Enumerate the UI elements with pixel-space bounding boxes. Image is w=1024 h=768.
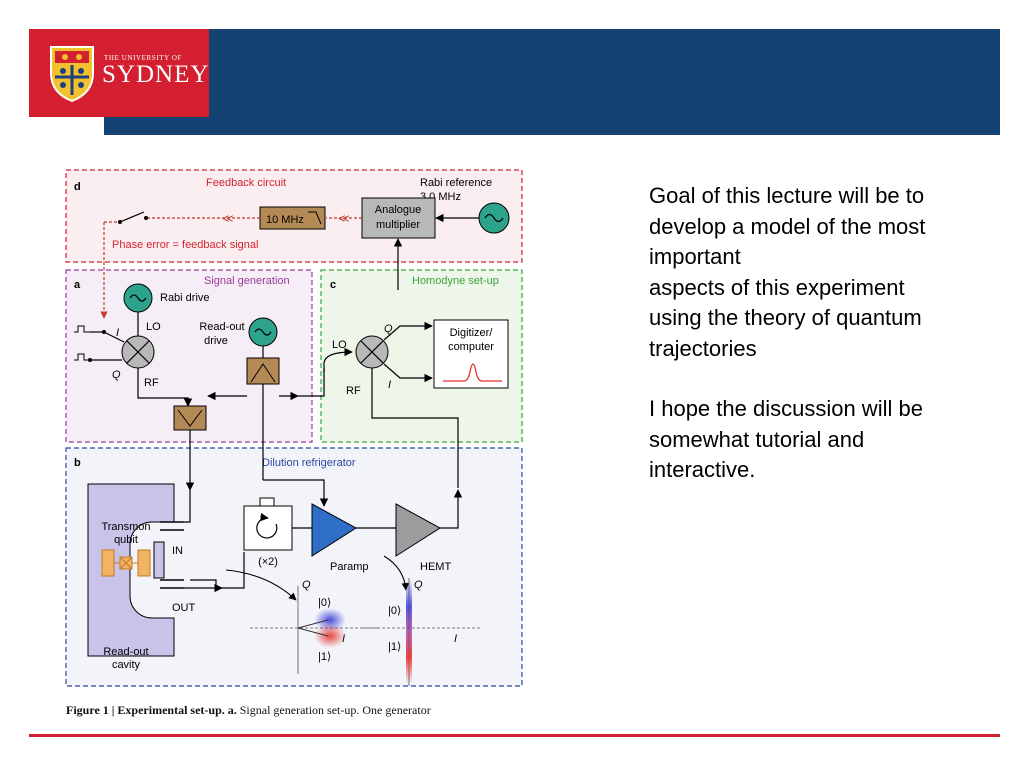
slide-text-line: important — [649, 244, 741, 269]
circulator-count-label: (×2) — [258, 556, 278, 568]
digitizer-box — [433, 319, 509, 389]
iq2-measurement-stripe — [406, 580, 412, 684]
filter-10mhz-label: 10 MHz — [266, 214, 304, 226]
iq1-ket1-label: |1⟩ — [318, 651, 331, 663]
iq1-state1-blob — [314, 624, 346, 648]
panel-b-label: b — [74, 457, 81, 469]
mixer-a-rf-label: RF — [144, 377, 159, 389]
setup-diagram: d Feedback circuit Rabi reference 3.0 MH… — [65, 169, 523, 687]
panel-b-title: Dilution refrigerator — [262, 457, 356, 469]
mixer-c-rf-label: RF — [346, 385, 361, 397]
circulator-icon — [256, 512, 278, 539]
mixer-c-q-label: Q — [384, 323, 393, 335]
slide-text-line: I hope the discussion will be — [649, 396, 923, 421]
svg-text:≪: ≪ — [222, 213, 234, 225]
logo-text-sydney: SYDNEY — [102, 61, 210, 88]
caption-text: Signal generation set-up. One generator — [239, 703, 431, 717]
analogue-multiplier-label-2: multiplier — [376, 219, 420, 231]
svg-text:≪: ≪ — [338, 213, 350, 225]
transmon-qubit-icon — [101, 549, 151, 577]
iq1-q-axis-label: Q — [302, 579, 311, 591]
caption-label: a. — [227, 703, 237, 717]
iq2-i-axis-label: I — [454, 633, 457, 645]
transmon-label-1: Transmon — [101, 521, 150, 533]
panel-a-label: a — [74, 279, 81, 291]
slide-text-line: somewhat tutorial and — [649, 426, 865, 452]
university-logo — [29, 29, 209, 117]
logo-text-small: THE UNIVERSITY OF — [104, 54, 182, 62]
mixer-a-i-label: I — [116, 327, 119, 339]
analogue-multiplier-box — [361, 197, 436, 239]
panel-d-title: Feedback circuit — [206, 177, 286, 189]
phase-error-label: Phase error = feedback signal — [112, 239, 258, 251]
analogue-multiplier-label-1: Analogue — [375, 204, 422, 216]
iq2-ket0-label: |0⟩ — [388, 605, 401, 617]
readout-drive-label-1: Read-out — [199, 321, 244, 333]
slide-body-text: Goal of this lecture will be to develop … — [649, 181, 989, 486]
transmon-label-2: qubit — [114, 534, 138, 546]
paramp-label: Paramp — [330, 561, 369, 573]
iq2-ket1-label: |1⟩ — [388, 641, 401, 653]
rabi-reference-label: Rabi reference — [420, 177, 492, 189]
readout-cavity-icon — [87, 483, 175, 657]
crest-icon — [50, 46, 94, 103]
panel-a-title: Signal generation — [204, 275, 290, 287]
header-band — [104, 29, 1000, 135]
readout-cavity-label-1: Read-out — [103, 646, 148, 658]
hemt-amplifier-icon — [395, 503, 441, 557]
caption-bold: Figure 1 | Experimental set-up. — [66, 703, 225, 717]
panel-c-title: Homodyne set-up — [412, 275, 499, 287]
experimental-setup-figure: d Feedback circuit Rabi reference 3.0 MH… — [40, 160, 540, 720]
mixer-c-i-label: I — [388, 379, 391, 391]
slide-text-line: interactive. — [649, 457, 756, 482]
digitizer-label-2: computer — [448, 341, 494, 353]
digitizer-peak-icon — [443, 363, 502, 382]
in-port-label: IN — [172, 545, 183, 557]
footer-rule — [29, 734, 1000, 737]
hemt-label: HEMT — [420, 561, 451, 573]
feedback-switch-icon — [119, 211, 145, 223]
slide-text-line: using the theory of quantum — [649, 305, 922, 330]
paramp-amplifier-icon — [311, 503, 357, 557]
panel-c-label: c — [330, 279, 336, 291]
rabi-drive-label: Rabi drive — [160, 292, 210, 304]
readout-drive-label-2: drive — [204, 335, 228, 347]
slide-text-line: trajectories — [649, 335, 757, 361]
mixer-a-lo-label: LO — [146, 321, 161, 333]
circulator-box — [243, 505, 293, 551]
iq2-q-axis-label: Q — [414, 579, 423, 591]
readout-cavity-label-2: cavity — [112, 659, 141, 671]
slide-text-line: Goal of this lecture will be to — [649, 183, 925, 208]
slide-text-line: aspects of this experiment — [649, 274, 905, 300]
mixer-a-q-label: Q — [112, 369, 121, 381]
mixer-c-lo-label: LO — [332, 339, 347, 351]
figure-caption: Figure 1 | Experimental set-up. a. Signa… — [66, 703, 526, 717]
slide-text-line: develop a model of the most — [649, 213, 926, 239]
digitizer-label-1: Digitizer/ — [450, 327, 494, 339]
out-port-label: OUT — [172, 602, 196, 614]
panel-d-label: d — [74, 181, 81, 193]
iq1-ket0-label: |0⟩ — [318, 597, 331, 609]
